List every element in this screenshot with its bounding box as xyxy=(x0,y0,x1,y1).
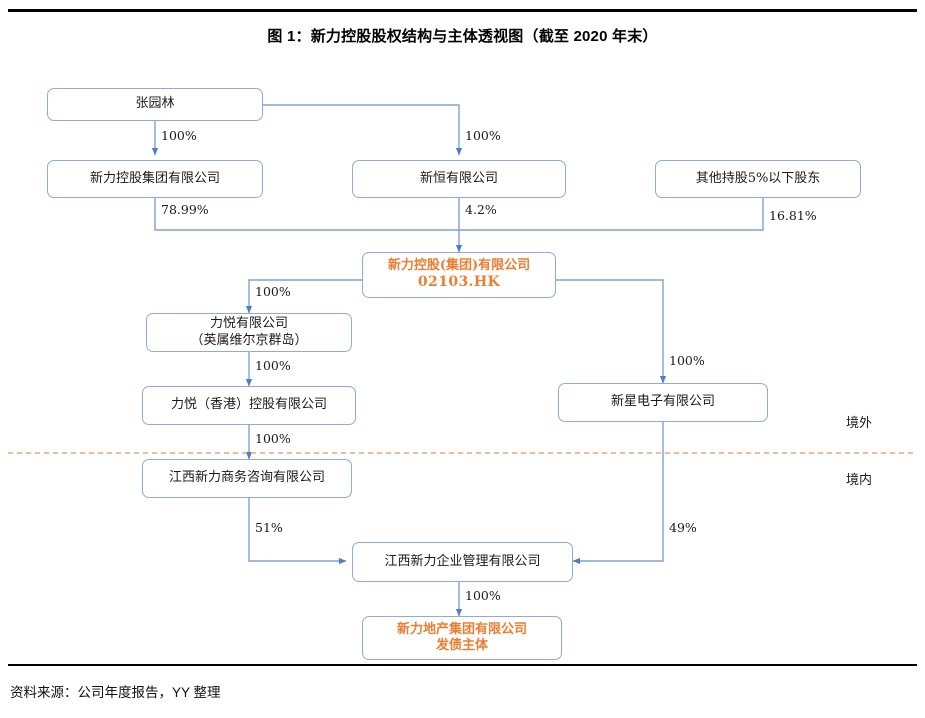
edge-label-liyue-hk-to-consulting: 100% xyxy=(255,431,291,446)
node-liyue-bvi[interactable]: 力悦有限公司 （英属维尔京群岛） xyxy=(146,313,352,352)
node-xinli-holding-group[interactable]: 新力控股集团有限公司 xyxy=(47,160,263,198)
bottom-divider-rule xyxy=(8,664,917,666)
node-issuer[interactable]: 新力地产集团有限公司 发债主体 xyxy=(362,616,562,660)
node-xinxing-electronics-label: 新星电子有限公司 xyxy=(610,394,715,410)
node-issuer-line2: 发债主体 xyxy=(435,638,488,653)
edge-label-consulting-to-management: 51% xyxy=(255,520,283,535)
node-other-shareholders-label: 其他持股5%以下股东 xyxy=(695,170,821,186)
edge-label-hk-to-xinxing: 100% xyxy=(669,353,705,368)
source-note: 资料来源：公司年度报告，YY 整理 xyxy=(10,685,221,700)
edge-label-others-to-hk: 16.81% xyxy=(769,208,817,223)
node-xinli-hk-listco-ticker: 02103.HK xyxy=(417,274,501,291)
edge-label-zhang-to-xinheng: 100% xyxy=(465,128,501,143)
ownership-diagram: 张园林 新力控股集团有限公司 新恒有限公司 其他持股5%以下股东 新力控股(集团… xyxy=(0,70,925,660)
node-other-shareholders[interactable]: 其他持股5%以下股东 xyxy=(655,160,861,198)
edge-label-liyue-bvi-to-liyue-hk: 100% xyxy=(255,358,291,373)
edge-label-holding-group-to-hk: 78.99% xyxy=(161,202,209,217)
node-jiangxi-consulting[interactable]: 江西新力商务咨询有限公司 xyxy=(142,459,352,498)
node-xinheng[interactable]: 新恒有限公司 xyxy=(352,160,566,198)
node-xinli-hk-listco-label: 新力控股(集团)有限公司 xyxy=(387,258,531,274)
node-liyue-hk-label: 力悦（香港）控股有限公司 xyxy=(170,397,327,413)
node-xinli-holding-group-label: 新力控股集团有限公司 xyxy=(89,170,220,186)
edge-label-xinheng-to-hk: 4.2% xyxy=(465,202,497,217)
node-zhang-label: 张园林 xyxy=(135,96,175,112)
node-jiangxi-management-label: 江西新力企业管理有限公司 xyxy=(384,553,541,569)
connector-wires xyxy=(8,104,917,617)
node-xinli-hk-listco[interactable]: 新力控股(集团)有限公司 02103.HK xyxy=(362,252,556,298)
edge-label-xinxing-to-management: 49% xyxy=(669,520,697,535)
node-jiangxi-management[interactable]: 江西新力企业管理有限公司 xyxy=(352,542,573,582)
node-xinxing-electronics[interactable]: 新星电子有限公司 xyxy=(558,383,768,422)
node-issuer-line1: 新力地产集团有限公司 xyxy=(396,621,527,637)
node-liyue-bvi-line1: 力悦有限公司 xyxy=(209,316,288,332)
node-xinheng-label: 新恒有限公司 xyxy=(419,170,498,186)
top-divider-rule xyxy=(8,9,917,12)
zone-label-onshore: 境内 xyxy=(846,473,873,488)
figure-title: 图 1：新力控股股权结构与主体透视图（截至 2020 年末） xyxy=(267,28,658,45)
node-liyue-hk[interactable]: 力悦（香港）控股有限公司 xyxy=(142,386,356,425)
node-jiangxi-consulting-label: 江西新力商务咨询有限公司 xyxy=(168,470,325,486)
node-liyue-bvi-line2: （英属维尔京群岛） xyxy=(190,332,308,348)
edge-label-management-to-issuer: 100% xyxy=(465,588,501,603)
node-zhang[interactable]: 张园林 xyxy=(47,88,263,121)
zone-label-offshore: 境外 xyxy=(846,416,873,431)
edge-label-zhang-to-holding-group: 100% xyxy=(161,128,197,143)
edge-label-hk-to-liyue-bvi: 100% xyxy=(255,284,291,299)
